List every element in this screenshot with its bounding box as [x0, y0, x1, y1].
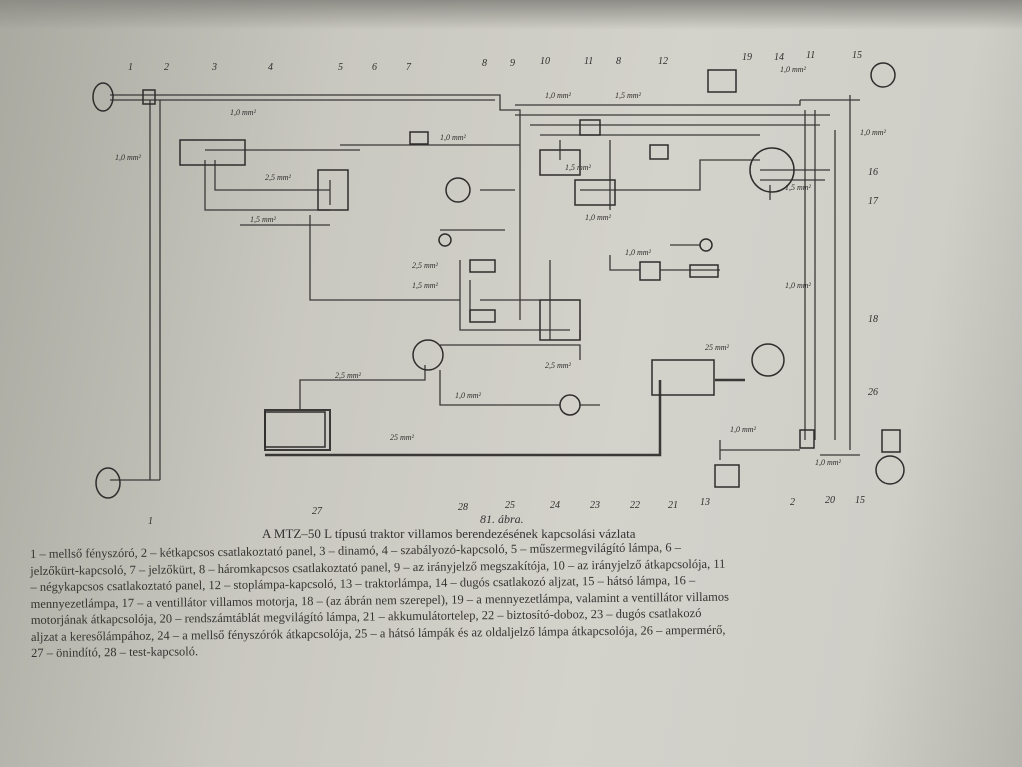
wire-label: 1,5 mm² [412, 281, 439, 290]
wire-labels: 1,0 mm² 1,0 mm² 2,5 mm² 1,5 mm² 1,0 mm² … [115, 65, 887, 467]
figure-legend: 1 – mellső fényszóró, 2 – kétkapcsos csa… [30, 536, 1016, 662]
callout-number: 13 [700, 497, 710, 508]
callout-number: 27 [312, 506, 323, 517]
horn [445, 177, 471, 203]
callout-number: 11 [806, 50, 815, 61]
wires [110, 94, 860, 481]
front-headlight-top [92, 82, 114, 112]
callout-number: 18 [868, 314, 878, 325]
callout-number: 8 [482, 58, 487, 69]
wire-label: 2,5 mm² [265, 173, 292, 182]
indicator-interrupter [574, 179, 616, 206]
stop-switch [649, 144, 669, 160]
rear-lamp-top [870, 62, 896, 88]
callout-number: 21 [668, 500, 678, 511]
callout-number: 14 [774, 52, 784, 63]
callout-number: 10 [540, 56, 550, 67]
fuse-box [539, 299, 581, 341]
callout-number: 6 [372, 62, 377, 73]
right-callouts: 16 17 18 26 [868, 167, 879, 398]
callout-number: 24 [550, 500, 560, 511]
callout-number: 16 [868, 167, 878, 178]
inspection-lamp-socket [559, 394, 581, 416]
ceiling-lamp [699, 238, 713, 252]
callout-number: 1 [148, 516, 153, 527]
regulator-switch [317, 169, 349, 211]
tractor-lamp [714, 464, 740, 488]
ground-switch [751, 343, 785, 377]
figure-number: 81. ábra. [480, 512, 524, 526]
wire-label: 1,0 mm² [455, 391, 482, 400]
callout-number: 2 [164, 62, 169, 73]
callout-number: 11 [584, 56, 593, 67]
license-plate-lamp [881, 429, 901, 453]
callout-number: 12 [658, 56, 668, 67]
figure-title: A MTZ–50 L típusú traktor villamos beren… [262, 526, 636, 541]
rear-lamp-bottom [875, 455, 905, 485]
callout-number: 20 [825, 495, 835, 506]
battery [651, 359, 715, 396]
callout-number: 9 [510, 58, 515, 69]
wire-label: 1,5 mm² [565, 163, 592, 172]
headlight-switch [469, 309, 496, 323]
callout-number: 23 [590, 500, 600, 511]
wire-label: 1,5 mm² [785, 183, 812, 192]
callout-number: 7 [406, 62, 412, 73]
rear-lamp-switch [469, 259, 496, 273]
fan-motor [689, 264, 719, 278]
ceiling-lamp-switch [707, 69, 737, 93]
dynamo [179, 139, 246, 166]
wire-label: 1,5 mm² [250, 215, 277, 224]
callout-number: 1 [128, 62, 133, 73]
wire-label: 2,5 mm² [335, 371, 362, 380]
wire-label: 1,0 mm² [815, 458, 842, 467]
horn-switch [409, 131, 429, 145]
callout-number: 5 [338, 62, 343, 73]
indicator-switch [579, 119, 601, 136]
callout-number: 28 [458, 502, 468, 513]
wire-label: 1,0 mm² [860, 128, 887, 137]
callout-number: 19 [742, 52, 752, 63]
callout-number: 15 [852, 50, 862, 61]
callout-number: 4 [268, 62, 273, 73]
callout-number: 25 [505, 500, 515, 511]
front-headlight-bottom [95, 467, 121, 499]
instrument-lamp [438, 233, 452, 247]
page-shadow [0, 0, 1022, 30]
two-pin-panel-top [142, 89, 156, 105]
wire-label: 1,0 mm² [785, 281, 812, 290]
wire-label: 1,0 mm² [585, 213, 612, 222]
wire-label: 1,0 mm² [440, 133, 467, 142]
wire-label: 1,0 mm² [780, 65, 807, 74]
callout-number: 22 [630, 500, 640, 511]
four-pin-panel [639, 261, 661, 281]
callout-number: 8 [616, 56, 621, 67]
callout-number: 15 [855, 495, 865, 506]
wire-label: 1,5 mm² [615, 91, 642, 100]
wire-label: 1,0 mm² [730, 425, 757, 434]
socket-connector [749, 147, 795, 193]
wire-label: 1,0 mm² [545, 91, 572, 100]
two-pin-panel [799, 429, 815, 449]
three-pin-panel [539, 149, 581, 176]
wire-label: 25 mm² [390, 433, 415, 442]
components [92, 62, 905, 499]
wire-label: 1,0 mm² [115, 153, 142, 162]
bottom-callouts: 1 27 28 25 24 23 22 21 13 2 20 15 [148, 495, 865, 527]
callout-number: 3 [211, 62, 217, 73]
wire-label: 1,0 mm² [625, 248, 652, 257]
wire-label: 2,5 mm² [545, 361, 572, 370]
callout-number: 26 [868, 387, 878, 398]
wire-label: 1,0 mm² [230, 108, 257, 117]
ammeter [412, 339, 444, 371]
wire-label: 25 mm² [705, 343, 730, 352]
wire-label: 2,5 mm² [412, 261, 439, 270]
starter [264, 411, 326, 448]
callout-number: 17 [868, 196, 879, 207]
callout-number: 2 [790, 497, 795, 508]
